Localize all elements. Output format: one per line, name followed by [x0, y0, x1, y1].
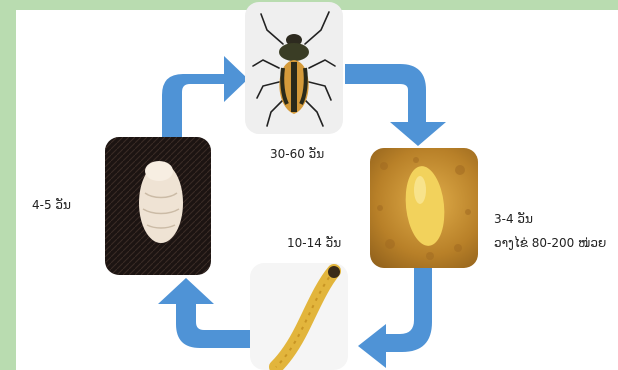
larva-duration-label: 10-14 ວັນ: [287, 236, 341, 250]
adult-beetle-photo: [245, 2, 343, 134]
larva-photo: [250, 263, 348, 370]
arrow-egg-to-larva: [358, 268, 432, 368]
arrow-larva-to-pupa: [158, 278, 250, 348]
pupa-image: [105, 137, 211, 275]
egg-image: [370, 148, 478, 268]
arrow-pupa-to-adult: [162, 56, 248, 140]
egg-photo: [370, 148, 478, 268]
adult-duration-label: 30-60 ວັນ: [270, 147, 324, 161]
egg-duration-label: 3-4 ວັນ: [494, 212, 533, 226]
larva-image: [250, 263, 348, 370]
pupa-duration-label: 4-5 ວັນ: [32, 198, 71, 212]
beetle-image: [245, 2, 343, 134]
pupa-photo: [105, 137, 211, 275]
arrow-adult-to-egg: [345, 64, 446, 146]
egg-count-label: ວາງໄຂ່ 80-200 ໜ່ວຍ: [494, 236, 606, 250]
